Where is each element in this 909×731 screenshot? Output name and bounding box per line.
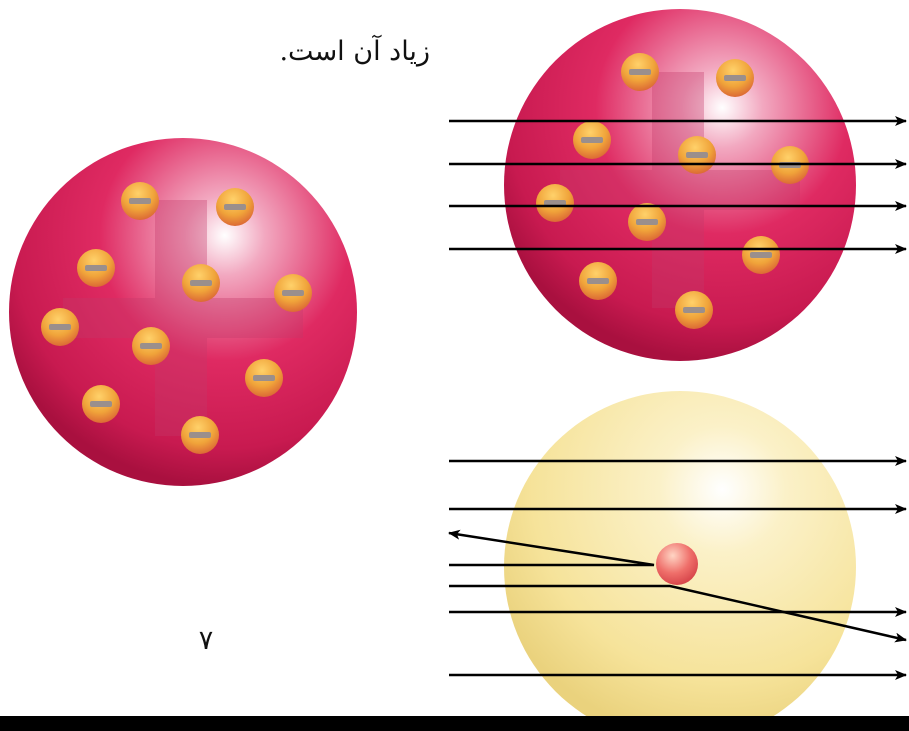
electron bbox=[573, 121, 611, 159]
electron bbox=[182, 264, 220, 302]
electron bbox=[132, 327, 170, 365]
thomson-atom-model bbox=[9, 138, 357, 486]
electron bbox=[678, 136, 716, 174]
electron bbox=[675, 291, 713, 329]
electron bbox=[742, 236, 780, 274]
rutherford-scattering-model bbox=[449, 391, 906, 731]
electron bbox=[181, 416, 219, 454]
electron bbox=[274, 274, 312, 312]
electron bbox=[41, 308, 79, 346]
electron bbox=[77, 249, 115, 287]
electron bbox=[536, 184, 574, 222]
electron bbox=[82, 385, 120, 423]
thomson-scattering-model bbox=[449, 9, 906, 361]
electron bbox=[216, 188, 254, 226]
bottom-black-bar bbox=[0, 716, 909, 731]
electron bbox=[245, 359, 283, 397]
nucleus bbox=[656, 543, 698, 585]
electron bbox=[121, 182, 159, 220]
electron bbox=[621, 53, 659, 91]
electron bbox=[628, 203, 666, 241]
electron bbox=[579, 262, 617, 300]
electron bbox=[716, 59, 754, 97]
page-number: ۷ bbox=[186, 625, 226, 656]
